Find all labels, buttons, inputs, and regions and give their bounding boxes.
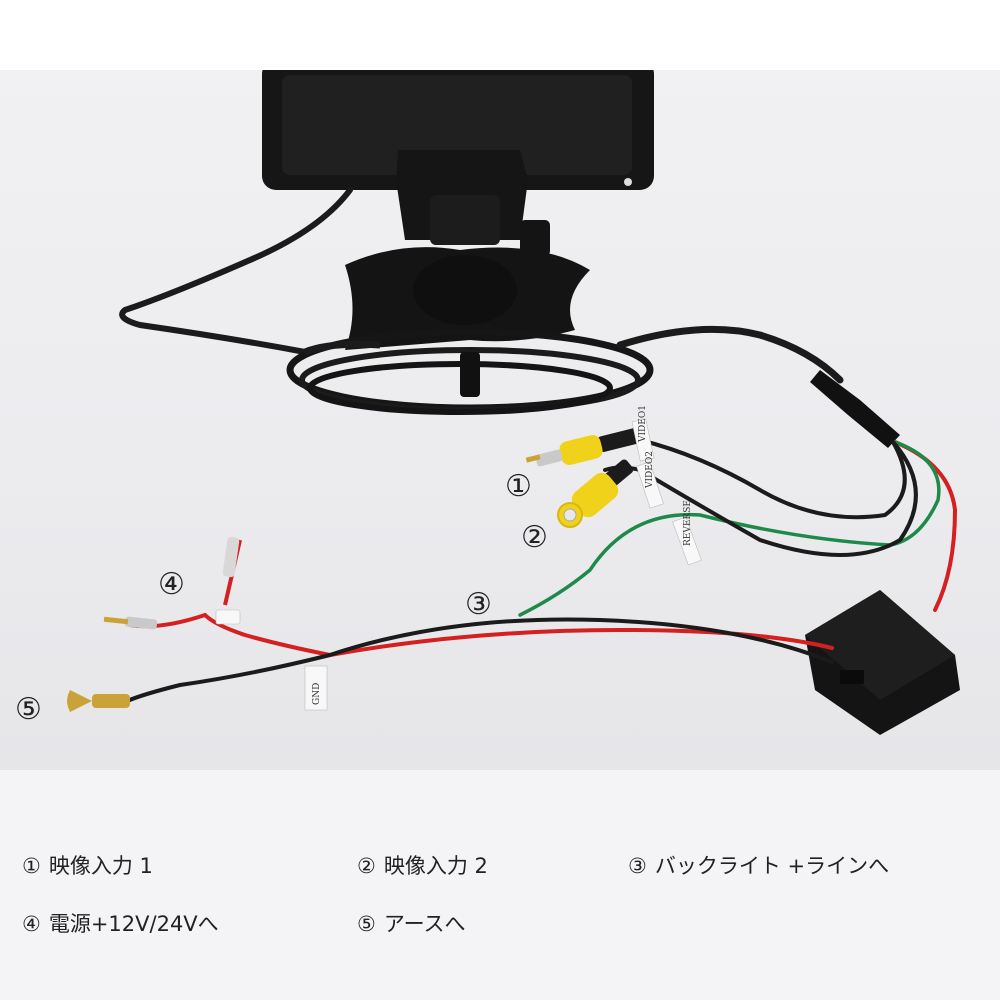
gnd-tag-sleeve	[304, 665, 328, 711]
callout-2: ②	[521, 520, 548, 555]
tag-gnd: GND	[312, 683, 322, 705]
product-photo: VIDEO1 VIDEO2 REVERSE G	[0, 70, 1000, 770]
callout-4: ④	[158, 567, 185, 602]
fuse-holder	[222, 536, 240, 578]
callout-3: ③	[465, 587, 492, 622]
fork-terminal	[63, 689, 130, 713]
tag-video2: VIDEO2	[645, 451, 655, 489]
callout-5: ⑤	[15, 692, 42, 727]
wiring-illustration: VIDEO1 VIDEO2 REVERSE G	[63, 70, 960, 735]
filter-box	[805, 590, 960, 735]
suction-cup	[413, 255, 517, 325]
callout-1: ①	[505, 469, 532, 504]
tag-reverse: REVERSE	[683, 500, 693, 546]
rca-connector-2	[557, 459, 634, 528]
mount-knob	[520, 220, 550, 256]
rca-connector-1	[525, 428, 641, 467]
cable-sleeve	[810, 370, 900, 448]
tag-video1: VIDEO1	[638, 405, 648, 443]
